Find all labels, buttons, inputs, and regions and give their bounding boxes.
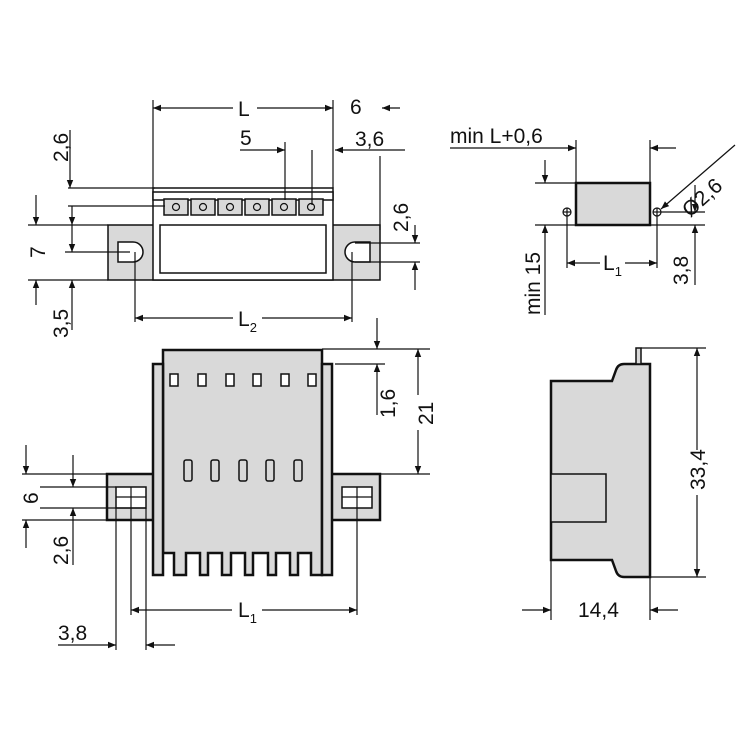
dim-3-6: 3,6 <box>355 128 384 151</box>
top-view: L 6 5 3,6 2,6 7 3,5 2,6 L2 <box>27 96 420 338</box>
front-view: 1,6 21 6 2,6 L1 3,8 <box>20 318 438 650</box>
dim-min-L-0-6: min L+0,6 <box>450 125 543 148</box>
dim-6-flange: 6 <box>20 492 43 504</box>
middle-slots <box>183 459 303 482</box>
dim-33-4: 33,4 <box>687 449 710 490</box>
housing-inner <box>159 224 327 274</box>
dim-21: 21 <box>415 402 438 425</box>
dim-pitch: 5 <box>240 127 252 150</box>
panel-cutout-view: min L+0,6 Ø2,6 min 15 L1 3,8 <box>450 125 736 315</box>
cutout <box>574 181 652 227</box>
right-rail <box>320 362 334 577</box>
left-rail <box>151 362 165 577</box>
dim-2-6: 2,6 <box>50 536 73 565</box>
dim-14-4: 14,4 <box>578 599 619 622</box>
mount-hole-left <box>117 241 144 263</box>
dim-3-5: 3,5 <box>50 309 73 338</box>
dim-hole-diameter: Ø2,6 <box>678 174 727 222</box>
housing-side <box>549 362 652 579</box>
dim-3-8: 3,8 <box>58 622 87 645</box>
top-slots <box>169 373 317 387</box>
mount-hole-right <box>344 241 371 263</box>
dim-2-6-right: 2,6 <box>390 203 413 232</box>
dim-1-6: 1,6 <box>377 389 400 418</box>
side-view: 33,4 14,4 <box>522 347 710 622</box>
flange-side <box>550 473 607 523</box>
dim-min-15: min 15 <box>522 252 545 315</box>
dim-L: L <box>238 98 250 121</box>
dim-6: 6 <box>350 96 362 119</box>
dim-7: 7 <box>27 246 50 258</box>
dim-3-8: 3,8 <box>670 256 693 285</box>
dim-L1: L1 <box>603 252 622 279</box>
pin <box>635 347 642 365</box>
dim-L2: L2 <box>238 308 257 335</box>
dim-L1: L1 <box>238 599 257 626</box>
terminals <box>163 198 324 216</box>
dim-2-6-top: 2,6 <box>50 133 73 162</box>
